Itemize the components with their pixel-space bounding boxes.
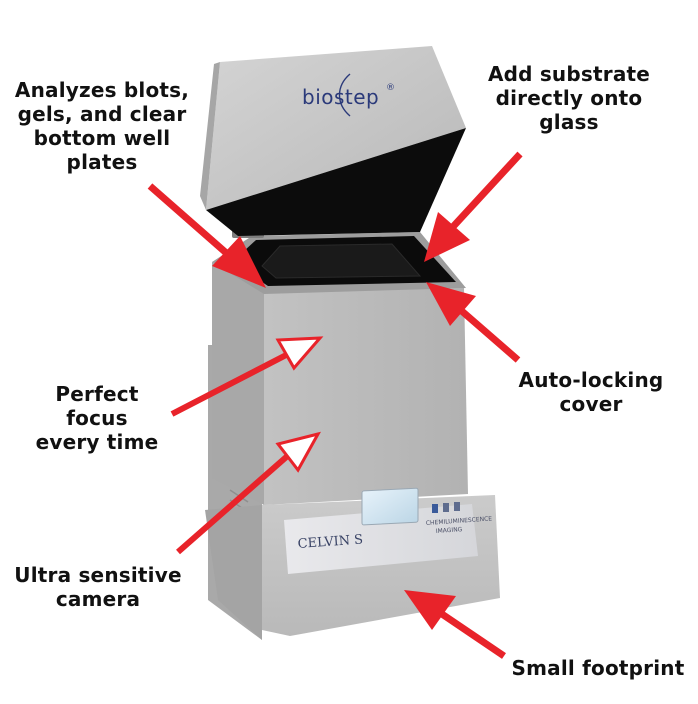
imager-device: biostep ® CELVIN S CHEMILUMINESCENCE IMA…: [200, 46, 500, 640]
arrow-footprint: [404, 590, 506, 659]
lid-side-edge: [200, 62, 220, 210]
device-body-left: [212, 262, 264, 505]
callout-focus: Perfect focus every time: [35, 382, 159, 454]
control-panel: [284, 504, 478, 574]
biostep-logo: biostep ®: [302, 73, 395, 117]
lid-inner: [206, 128, 466, 236]
model-name: CELVIN S: [297, 532, 363, 552]
panel-caption-line2: IMAGING: [436, 526, 463, 535]
callout-arrows: [147, 151, 523, 659]
panel-caption-line1: CHEMILUMINESCENCE: [426, 515, 493, 527]
logo-text: biostep: [302, 85, 379, 109]
arrow-substrate: [424, 151, 523, 262]
logo-registered-mark: ®: [386, 83, 395, 93]
glass-surface: [261, 243, 422, 279]
status-indicators: [432, 502, 460, 513]
device-base-side: [205, 505, 262, 640]
display-screen[interactable]: [361, 487, 419, 526]
callout-footprint: Small footprint: [511, 656, 685, 680]
callout-substrate: Add substrate directly onto glass: [487, 62, 651, 134]
arrow-analyzes: [147, 183, 266, 288]
callout-camera: Ultra sensitive camera: [14, 563, 182, 611]
callout-analyzes: Analyzes blots, gels, and clear bottom w…: [14, 78, 190, 174]
lid-outer: [206, 46, 466, 210]
indicator-icon: [443, 503, 449, 512]
arrow-locking: [426, 282, 521, 363]
arrow-focus: [170, 336, 324, 417]
arrow-camera: [176, 431, 321, 555]
device-body-front: [264, 288, 468, 505]
indicator-icon: [432, 504, 438, 513]
callout-auto-locking: Auto-locking cover: [518, 368, 664, 416]
indicator-icon: [454, 502, 460, 511]
